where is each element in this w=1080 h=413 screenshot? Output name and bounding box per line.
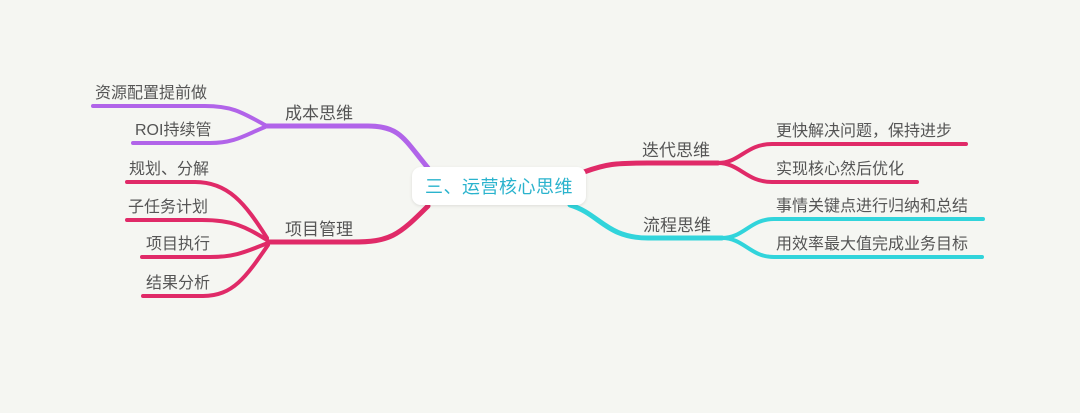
branch-line-result-analysis: [141, 243, 270, 298]
leaf-project-execution[interactable]: 项目执行: [146, 236, 211, 253]
leaf-roi[interactable]: ROI持续管: [135, 122, 212, 139]
topic-process-thinking[interactable]: 流程思维: [643, 216, 711, 235]
branch-line-iteration-thinking: [581, 160, 721, 175]
branch-line-cost-thinking: [262, 123, 431, 171]
leaf-solve-faster[interactable]: 更快解决问题，保持进步: [776, 123, 953, 140]
central-topic-node[interactable]: 三、运营核心思维: [412, 167, 586, 205]
branch-line-subtask-plan: [125, 218, 269, 242]
leaf-resource-allocation[interactable]: 资源配置提前做: [95, 85, 208, 102]
topic-cost-thinking[interactable]: 成本思维: [285, 104, 353, 123]
branch-line-max-efficiency: [720, 236, 984, 259]
branch-line-core-then-optimize: [716, 161, 919, 184]
branch-line-roi: [131, 125, 267, 145]
leaf-summarize-key-points[interactable]: 事情关键点进行归纳和总结: [776, 198, 969, 215]
leaf-max-efficiency[interactable]: 用效率最大值完成业务目标: [776, 236, 969, 253]
topic-project-management[interactable]: 项目管理: [285, 220, 353, 239]
topic-iteration-thinking[interactable]: 迭代思维: [642, 141, 710, 160]
branch-line-planning: [125, 180, 269, 240]
leaf-subtask-plan[interactable]: 子任务计划: [128, 199, 209, 216]
branch-line-project-management: [265, 203, 431, 245]
leaf-core-then-optimize[interactable]: 实现核心然后优化: [776, 161, 905, 178]
branch-line-resource-allocation: [91, 104, 267, 127]
leaf-planning[interactable]: 规划、分解: [129, 161, 210, 178]
branch-line-process-thinking: [567, 202, 725, 241]
leaf-result-analysis[interactable]: 结果分析: [146, 275, 211, 292]
branch-line-project-execution: [140, 241, 270, 259]
